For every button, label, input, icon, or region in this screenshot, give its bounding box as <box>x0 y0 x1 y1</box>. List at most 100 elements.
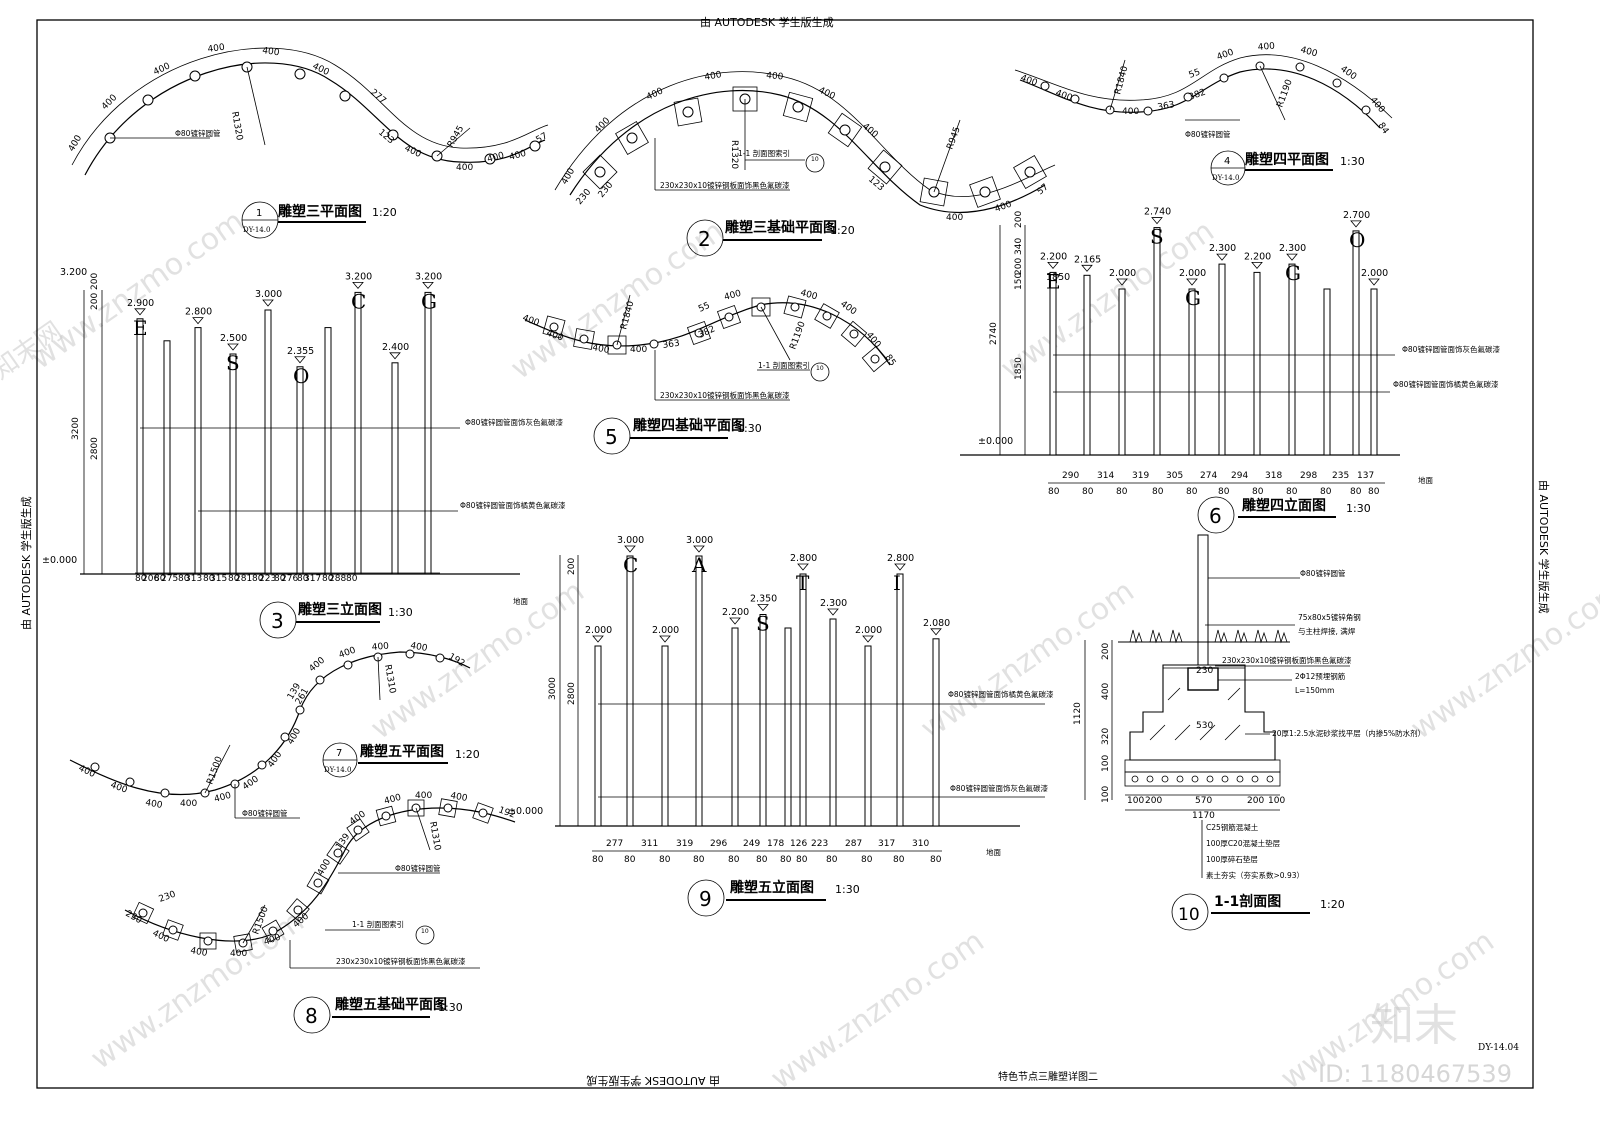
view-2-symbol <box>686 219 724 257</box>
plan-4-dim: 400 <box>1122 107 1139 117</box>
base-plan-5-dim: 400 <box>316 857 333 877</box>
plan-4-dim: 400 <box>1368 96 1387 116</box>
base-plan-5-dim: 400 <box>348 809 368 827</box>
plan-4-dim: 400 <box>1019 73 1039 88</box>
autodesk-stamp-bottom: 由 AUTODESK 学生版生成 <box>586 1074 720 1088</box>
pole <box>932 638 940 827</box>
elevation-value: 2.800 <box>887 553 914 564</box>
section-plate-note: 230x230x10镀锌钢板面饰黑色氟碳漆 <box>1222 655 1352 665</box>
view-6-scale: 1:30 <box>1346 502 1371 515</box>
spacing-dim: 137 <box>1357 471 1374 481</box>
elevation-3: 2.900E2.8002.500S3.0002.355O3.200C2.4003… <box>60 267 520 584</box>
view-4-scale: 1:30 <box>1340 155 1365 168</box>
view-10-scale: 1:20 <box>1320 898 1345 911</box>
elevation-marker <box>624 545 636 553</box>
elevation-marker <box>1116 278 1128 286</box>
view-6-title: 雕塑四立面图 <box>1242 497 1326 514</box>
sculpture-letter: I <box>893 571 901 595</box>
pole <box>163 340 171 575</box>
plan-3-dim: 400 <box>207 43 226 55</box>
plan-3-dim: 57 <box>535 131 550 145</box>
elevation-value: 3.000 <box>255 289 282 300</box>
plan-3: R1320 R945 Φ80镀锌圆管 400 400 400 400 400 4… <box>67 43 550 239</box>
base-plan-3-dim: 400 <box>946 213 963 223</box>
elevation-marker <box>757 604 769 612</box>
elevation-4-ground-note: 地面 <box>1418 475 1434 485</box>
section-width-530: 530 <box>1196 721 1213 731</box>
elevation-marker <box>1368 278 1380 286</box>
sculpture-letter: E <box>1046 269 1061 293</box>
height-dim: 150 <box>1014 273 1024 290</box>
plan-4-dim: 400 <box>1299 45 1318 59</box>
spacing-dim: 281 <box>235 574 252 584</box>
pole <box>1153 227 1161 456</box>
elevation-value: 2.300 <box>820 598 847 609</box>
section-width-dim: 100 <box>1268 796 1285 806</box>
elevation-value: 2.700 <box>1343 210 1370 221</box>
sculpture-letter: G <box>1285 261 1301 285</box>
view-7-scale: 1:20 <box>455 748 480 761</box>
elevation-value: 2.000 <box>1361 268 1388 279</box>
pole <box>626 555 634 827</box>
section-height-dim: 200 <box>1101 643 1111 660</box>
view-1-title: 雕塑三平面图 <box>278 203 362 220</box>
view-1-number: 1 <box>256 208 262 219</box>
height-dim: 200 <box>90 293 100 310</box>
view-2-scale: 1:20 <box>830 224 855 237</box>
section-total-dim: 1170 <box>1192 811 1215 821</box>
section-layer: 100厚C20混凝土垫层 <box>1206 838 1281 848</box>
autodesk-stamp-top: 由 AUTODESK 学生版生成 <box>700 15 834 29</box>
sculpture-letter: C <box>351 289 366 313</box>
pole <box>799 573 807 827</box>
spacing-dim: 287 <box>845 839 862 849</box>
view-8-scale: 1:30 <box>438 1001 463 1014</box>
sheet-code: DY-14.04 <box>1478 1043 1519 1053</box>
plan-3-dim: 400 <box>403 144 423 160</box>
plan-5-poles <box>90 649 445 798</box>
height-dim: 200 <box>1014 211 1024 228</box>
spacing-dim: 314 <box>1097 471 1114 481</box>
view-4-number: 4 <box>1224 156 1230 167</box>
plan-5-dim: 400 <box>371 642 389 653</box>
spacing-dim: 298 <box>1300 471 1317 481</box>
view-8-title: 雕塑五基础平面图 <box>335 996 447 1013</box>
base-plan-4-radius: R1190 <box>788 320 807 351</box>
view-5-number: 5 <box>605 425 618 449</box>
spacing-dim: 80 <box>154 574 166 584</box>
spacing-dim: 80 <box>1350 487 1362 497</box>
base-plan-3-dim: 230 <box>597 180 616 200</box>
pole <box>594 645 602 827</box>
elevation-marker <box>1286 253 1298 261</box>
pole <box>296 366 304 575</box>
spacing-dim: 80 <box>1218 487 1230 497</box>
spacing-dim: 235 <box>1332 471 1349 481</box>
spacing-dim: 313 <box>185 574 202 584</box>
plan-3-radius: R945 <box>446 124 466 149</box>
plan-5-dim: 400 <box>409 641 428 654</box>
base-plan-5-dim: 400 <box>449 791 468 804</box>
view-7-number: 7 <box>336 748 342 759</box>
plan-5-dim: 400 <box>338 645 358 660</box>
elevation-marker <box>1350 220 1362 228</box>
base-plan-3-dim: 400 <box>593 116 612 135</box>
spacing-dim: 80 <box>930 855 942 865</box>
view-8-symbol <box>293 996 331 1034</box>
base-plan-5-dim: 400 <box>230 949 247 959</box>
elevation-5-grey-note: Φ80镀锌圆管面饰灰色氟碳漆 <box>950 783 1048 793</box>
elevation-marker <box>1251 262 1263 270</box>
base-plan-4-dim: 400 <box>521 313 541 328</box>
view-3-number: 3 <box>271 609 284 633</box>
spacing-dim: 310 <box>912 839 929 849</box>
elevation-marker <box>1081 264 1093 272</box>
elevation-4: 2.200E2.1652.0002.740S2.000G2.3002.2002.… <box>960 207 1400 497</box>
section-1-1: 200 400 320 100 1120 100 100 200 570 200… <box>1073 534 1425 931</box>
plan-4-dim: 84 <box>1376 121 1391 136</box>
plan-3-dim: 400 <box>67 133 84 153</box>
section-angle-note: 75x80x5镀锌角钢 <box>1298 612 1361 622</box>
spacing-dim: 80 <box>252 574 264 584</box>
spacing-dim: 80 <box>1186 487 1198 497</box>
base-plan-4-dim: 400 <box>864 331 883 351</box>
elevation-value: 2.350 <box>750 594 777 605</box>
elevation-value: 3.000 <box>617 535 644 546</box>
sculpture-letter: G <box>421 289 437 313</box>
